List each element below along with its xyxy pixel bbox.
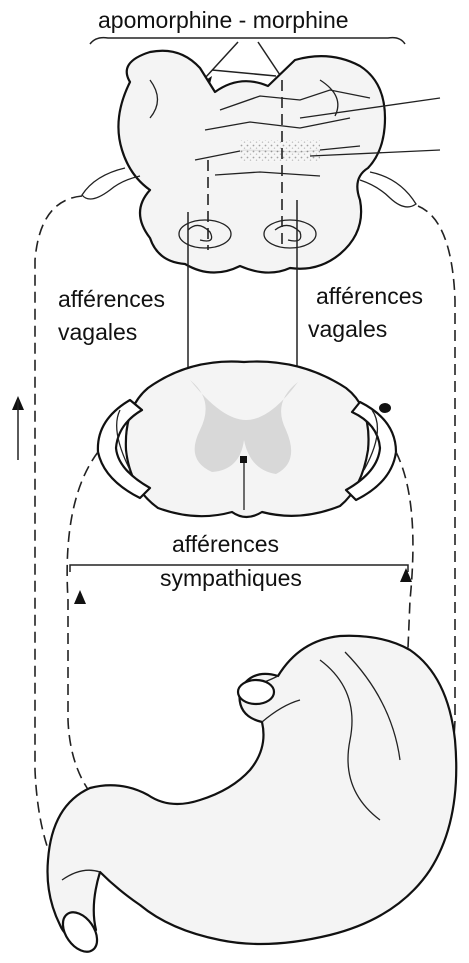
left-vagal-label-line2: vagales	[58, 319, 137, 345]
left-sympathetic-pathway	[67, 452, 98, 800]
spinal-cord-section	[98, 362, 396, 517]
right-sympathetic-up-arrow	[400, 568, 412, 582]
medulla-section	[118, 51, 440, 273]
sympathetic-label-line1: afférences	[172, 531, 279, 557]
drug-arrow-cross	[212, 70, 276, 76]
right-vagal-label-line1: afférences	[316, 283, 423, 309]
sympathetic-label-line2: sympathiques	[160, 565, 302, 591]
apomorphine-morphine-label: apomorphine - morphine	[98, 7, 349, 33]
left-sympathetic-up-arrow	[74, 590, 86, 604]
left-vagal-root	[82, 168, 140, 199]
left-vagal-label-line1: afférences	[58, 286, 165, 312]
right-vagal-label-line2: vagales	[308, 316, 387, 342]
drug-arrow-right	[258, 42, 282, 78]
stomach	[48, 636, 457, 958]
right-vagal-root	[360, 172, 416, 207]
top-label-bracket	[90, 38, 405, 44]
